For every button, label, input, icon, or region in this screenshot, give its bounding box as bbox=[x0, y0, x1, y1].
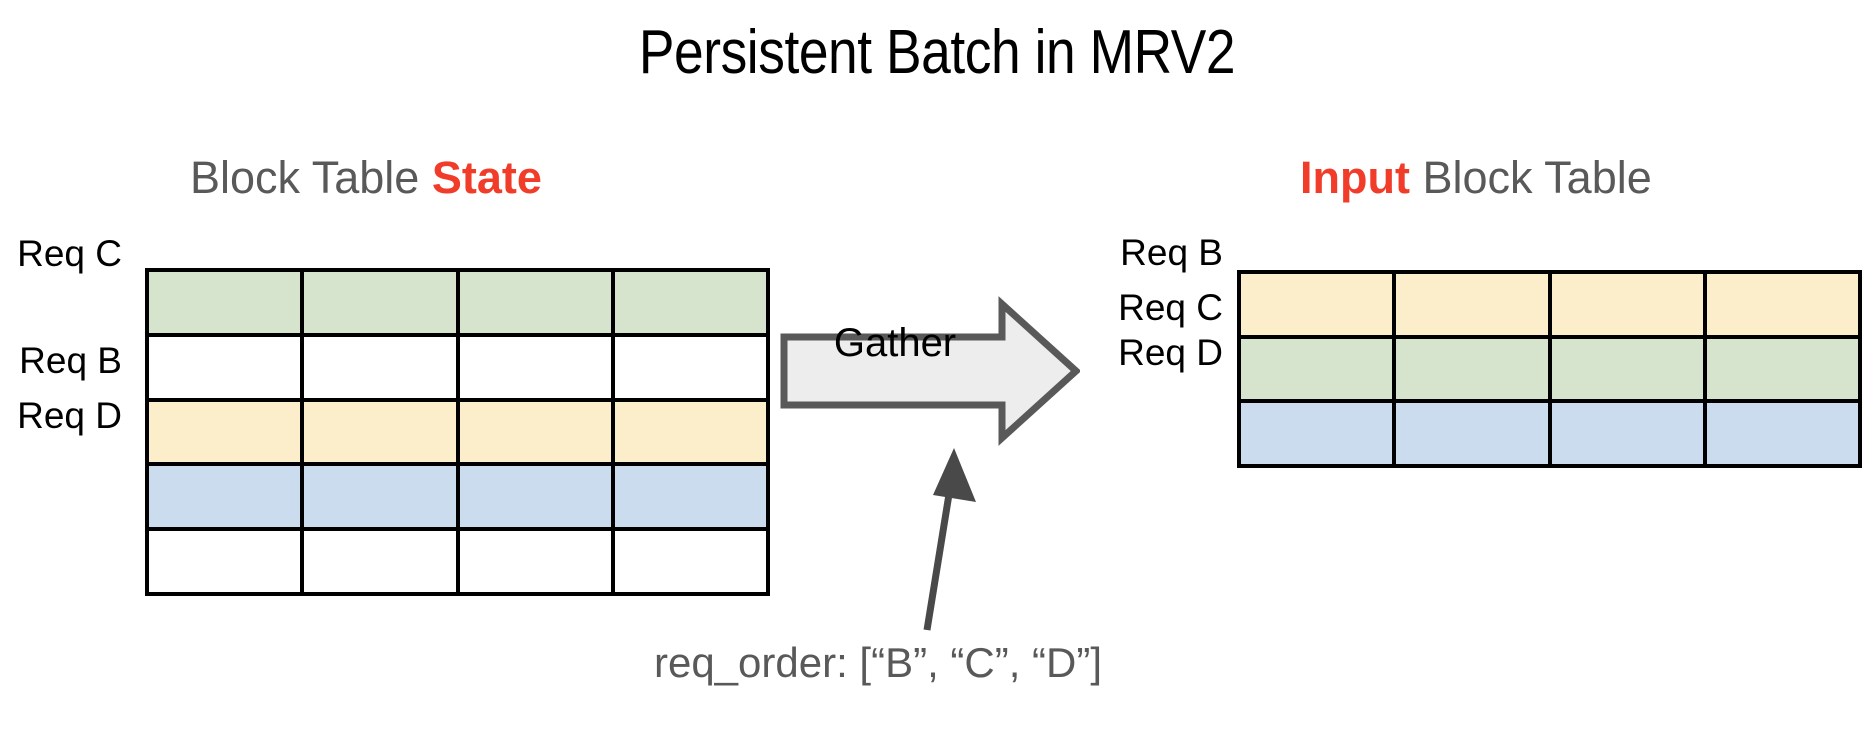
input-table-heading: Input Block Table bbox=[1300, 152, 1652, 204]
state-cell bbox=[304, 531, 456, 592]
input-cell bbox=[1396, 403, 1548, 464]
input-cell bbox=[1706, 338, 1858, 400]
state-cell bbox=[304, 272, 456, 333]
page-title: Persistent Batch in MRV2 bbox=[638, 18, 1236, 87]
state-heading-plain: Block Table bbox=[190, 152, 432, 203]
state-cell bbox=[149, 336, 301, 398]
input-row-label-req-b: Req B bbox=[1120, 232, 1223, 273]
state-cell bbox=[614, 272, 766, 333]
input-cell bbox=[1241, 403, 1393, 464]
state-cell bbox=[149, 401, 301, 463]
input-block-table-grid bbox=[1237, 270, 1862, 468]
input-cell bbox=[1241, 338, 1393, 400]
input-cell bbox=[1396, 274, 1548, 335]
state-row-label-req-c: Req C bbox=[17, 233, 122, 274]
input-cell bbox=[1706, 274, 1858, 335]
state-cell bbox=[459, 466, 611, 528]
state-cell bbox=[614, 466, 766, 528]
input-cell bbox=[1241, 274, 1393, 335]
req-order-caption: req_order: [“B”, “C”, “D”] bbox=[653, 639, 1103, 686]
input-row-label-req-c: Req C bbox=[1118, 287, 1223, 328]
state-cell bbox=[149, 466, 301, 528]
input-heading-accent: Input bbox=[1300, 152, 1410, 203]
gather-arrow-icon bbox=[780, 296, 1080, 446]
state-cell bbox=[149, 531, 301, 592]
state-heading-accent: State bbox=[431, 152, 542, 203]
req-order-pointer-arrow-icon bbox=[923, 448, 976, 631]
input-cell bbox=[1706, 403, 1858, 464]
input-cell bbox=[1551, 338, 1703, 400]
block-table-state-grid bbox=[145, 268, 770, 596]
state-row-label-req-d: Req D bbox=[17, 395, 122, 436]
state-cell bbox=[149, 272, 301, 333]
state-table-heading: Block Table State bbox=[190, 152, 542, 204]
state-cell bbox=[304, 466, 456, 528]
state-cell bbox=[614, 336, 766, 398]
state-cell bbox=[459, 401, 611, 463]
input-cell bbox=[1396, 338, 1548, 400]
state-row-label-req-b: Req B bbox=[19, 340, 122, 381]
state-cell bbox=[459, 531, 611, 592]
state-cell bbox=[304, 401, 456, 463]
input-row-label-req-d: Req D bbox=[1118, 332, 1223, 373]
state-cell bbox=[459, 272, 611, 333]
state-cell bbox=[304, 336, 456, 398]
state-cell bbox=[614, 531, 766, 592]
state-cell bbox=[614, 401, 766, 463]
input-heading-plain: Block Table bbox=[1409, 152, 1652, 203]
input-cell bbox=[1551, 274, 1703, 335]
input-cell bbox=[1551, 403, 1703, 464]
state-cell bbox=[459, 336, 611, 398]
